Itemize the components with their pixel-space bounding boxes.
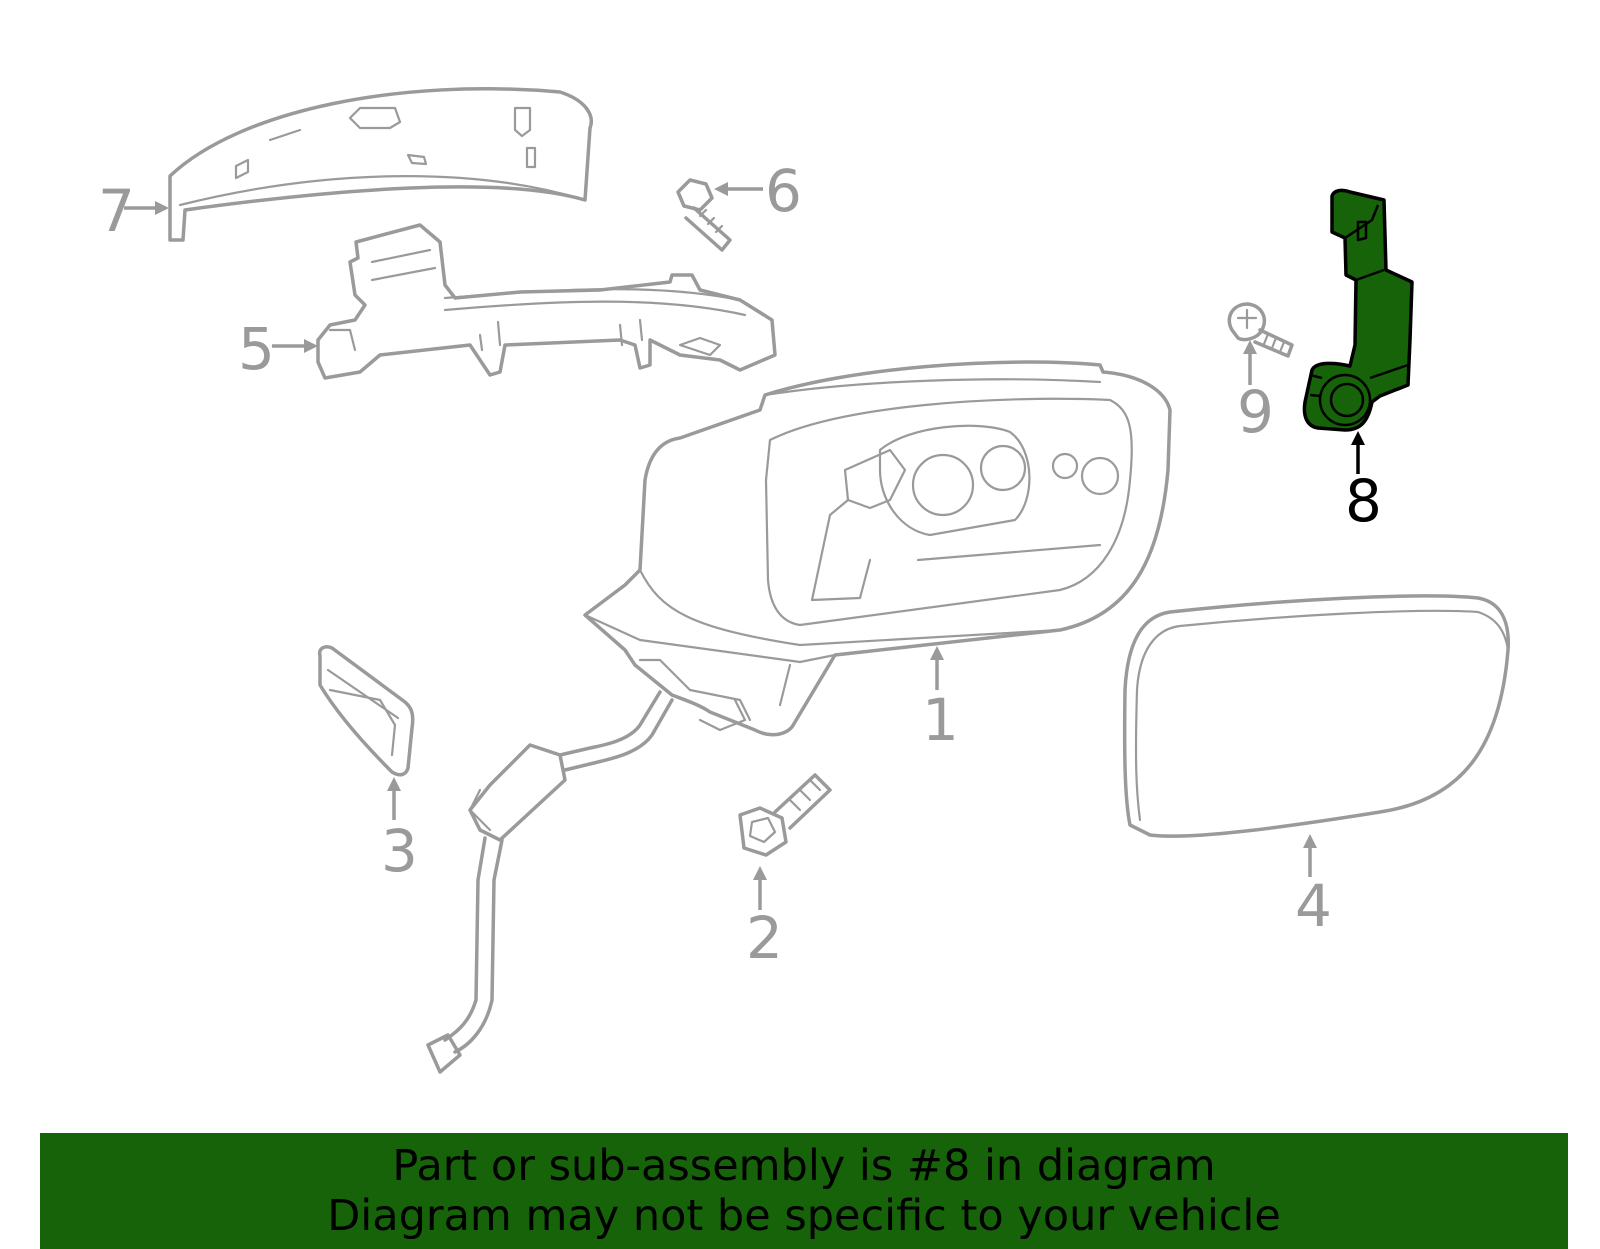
part-6-bolt — [676, 178, 732, 252]
part-4-mirror-glass — [1122, 594, 1510, 838]
leader-5 — [272, 339, 318, 353]
leader-1 — [930, 646, 944, 690]
part-3-gasket — [317, 645, 415, 777]
part-2-bolt — [738, 773, 832, 857]
callout-6: 6 — [765, 157, 802, 225]
callout-8: 8 — [1345, 467, 1382, 535]
part-8-highlighted-bracket — [1302, 188, 1414, 432]
leader-9 — [1243, 340, 1257, 385]
leader-4 — [1303, 834, 1317, 877]
wire-harness — [426, 690, 674, 1074]
leader-7 — [124, 201, 169, 215]
part-1-mirror-assembly — [583, 360, 1172, 737]
callout-4: 4 — [1295, 872, 1332, 940]
part-7-mirror-cover — [168, 87, 593, 242]
part-5-bracket — [316, 223, 777, 380]
info-banner: Part or sub-assembly is #8 in diagram Di… — [40, 1133, 1568, 1249]
banner-line-1: Part or sub-assembly is #8 in diagram — [392, 1141, 1216, 1191]
leader-8 — [1351, 431, 1365, 474]
callout-5: 5 — [238, 315, 275, 383]
callout-7: 7 — [98, 177, 135, 245]
leader-2 — [753, 866, 767, 910]
callout-2: 2 — [746, 904, 783, 972]
banner-line-2: Diagram may not be specific to your vehi… — [327, 1191, 1281, 1241]
callout-9: 9 — [1237, 378, 1274, 446]
leader-6 — [714, 182, 763, 196]
callout-3: 3 — [381, 817, 418, 885]
part-9-screw — [1227, 302, 1294, 358]
callout-1: 1 — [922, 686, 959, 754]
leader-3 — [387, 777, 401, 820]
